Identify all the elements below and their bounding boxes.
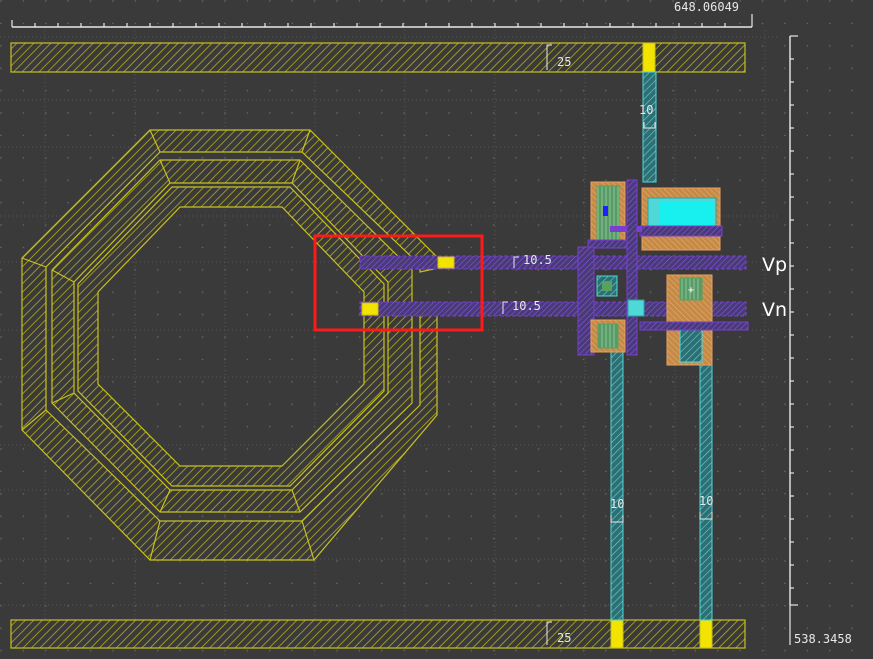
top-ground-rail[interactable]: 25 (10, 42, 746, 73)
vp-contact[interactable] (437, 256, 455, 269)
vp-feedline[interactable]: 10.5 (359, 253, 747, 270)
rail-contact-bottom-right[interactable] (699, 619, 713, 649)
rail-contact-bottom-left[interactable] (610, 619, 624, 649)
pin-label-vp: Vp (762, 254, 787, 276)
right-ruler[interactable]: 538.3458 (789, 35, 852, 646)
ruler-readout-bottom: 538.3458 (794, 632, 852, 646)
top-ruler[interactable]: 648.06049 (11, 0, 753, 28)
vertical-metal-taps[interactable]: 10 10 10 (610, 71, 713, 621)
rail-contact-top[interactable] (642, 42, 656, 73)
highlight-box[interactable] (313, 234, 484, 332)
dimension-label-upper-tap: 10 (639, 103, 653, 117)
dimension-label-vp: 10.5 (523, 253, 552, 267)
dimension-label-vn: 10.5 (512, 299, 541, 313)
dimension-label-top-rail: 25 (557, 55, 571, 69)
dimension-label-left-feed: 10 (610, 497, 624, 511)
vn-contact[interactable] (361, 302, 379, 316)
transistor-pair[interactable]: + (577, 179, 749, 366)
ruler-readout-top: 648.06049 (674, 0, 739, 14)
vn-feedline[interactable]: 10.5 (359, 299, 747, 317)
dimension-label-bottom-rail: 25 (557, 631, 571, 645)
dimension-label-right-feed: 10 (699, 494, 713, 508)
inductor-coil[interactable] (21, 129, 467, 561)
bottom-ground-rail[interactable]: 25 (10, 619, 746, 649)
svg-text:+: + (688, 285, 694, 296)
pin-label-vn: Vn (762, 299, 787, 321)
